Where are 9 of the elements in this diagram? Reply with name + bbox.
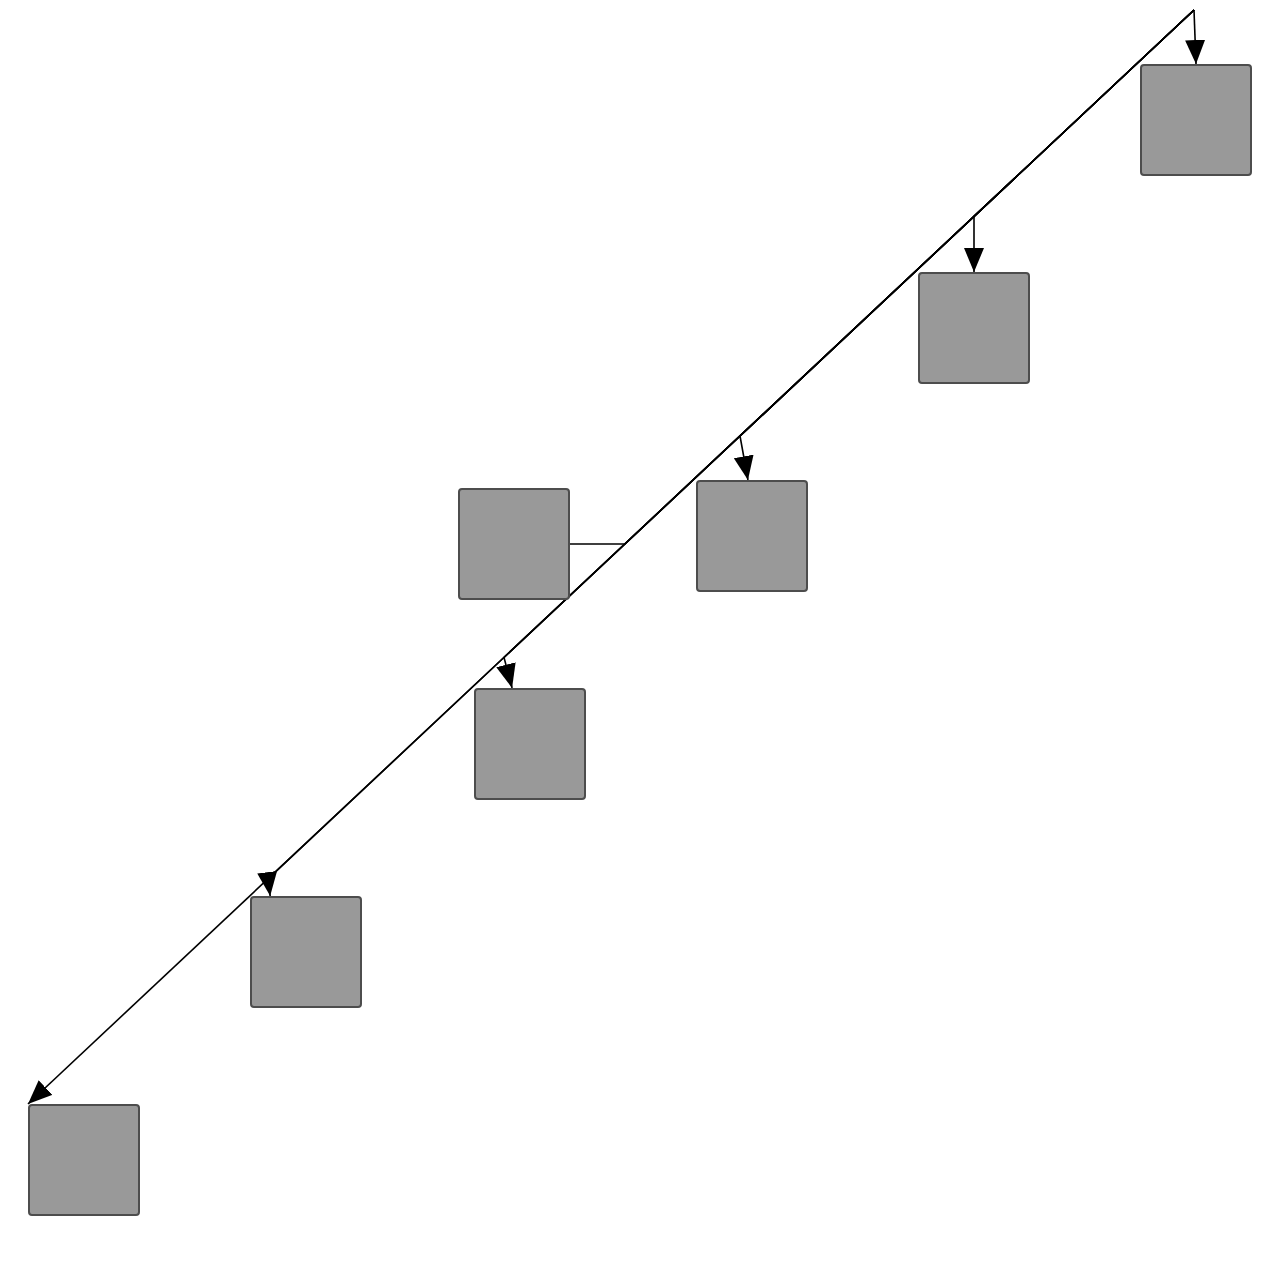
arrow xyxy=(1185,9,1206,65)
process-box xyxy=(474,688,586,800)
process-box xyxy=(28,1104,140,1216)
process-box xyxy=(458,488,570,600)
process-box xyxy=(1140,64,1252,176)
process-box xyxy=(696,480,808,592)
process-box xyxy=(918,272,1030,384)
process-box xyxy=(250,896,362,1008)
arrow xyxy=(27,9,1195,1105)
